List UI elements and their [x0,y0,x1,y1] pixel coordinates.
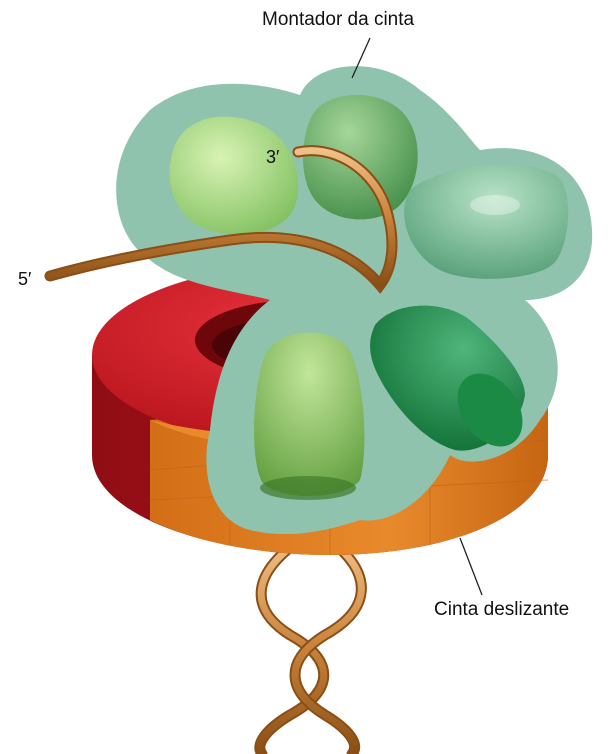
loader-subunit-teal [404,164,568,278]
loader-subunit-olive [254,333,364,497]
leader-line-sliding-clamp [460,538,482,595]
label-sliding-clamp: Cinta deslizante [434,600,569,619]
loader-subunit-mid [303,95,418,220]
label-clamp-loader: Montador da cinta [262,10,414,29]
dna-double-helix [260,540,362,754]
label-5-prime-end: 5′ [18,270,31,288]
label-3-prime-end: 3′ [266,148,279,166]
